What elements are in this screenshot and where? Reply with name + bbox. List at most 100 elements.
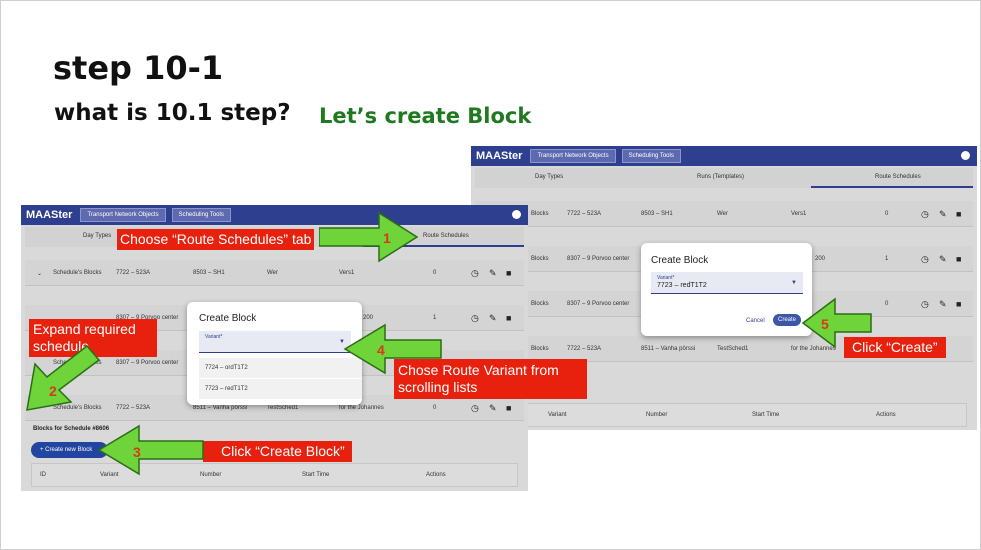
clock-icon[interactable]: ◷ bbox=[921, 299, 929, 309]
edit-icon[interactable]: ✎ bbox=[939, 299, 947, 309]
column-start-time: Start Time bbox=[752, 412, 780, 418]
chevron-up-icon[interactable]: ⌃ bbox=[37, 406, 43, 412]
tab-route-schedules[interactable]: Route Schedules bbox=[423, 233, 469, 239]
variant-option[interactable]: 7724 – ordT1T2 bbox=[199, 358, 362, 378]
table-row[interactable]: Blocks 7722 – 523A 8503 – SH1 Wer Vers1 … bbox=[475, 201, 973, 227]
variant-label: Variant* bbox=[205, 334, 223, 340]
clock-icon[interactable]: ◷ bbox=[471, 313, 479, 323]
tab-runs-templates[interactable]: Runs (Templates) bbox=[697, 174, 745, 180]
step-number-3: 3 bbox=[133, 444, 141, 460]
nav-transport-network-objects[interactable]: Transport Network Objects bbox=[80, 208, 166, 222]
edit-icon[interactable]: ✎ bbox=[489, 403, 497, 413]
clock-icon[interactable]: ◷ bbox=[921, 254, 929, 264]
callout-create-block: Click “Create Block” bbox=[203, 441, 352, 462]
variant-select[interactable]: Variant* ▼ bbox=[199, 331, 351, 353]
cancel-button[interactable]: Cancel bbox=[746, 318, 765, 324]
callout-choose-variant: Chose Route Variant from scrolling lists bbox=[394, 359, 587, 399]
chevron-down-icon: ▼ bbox=[791, 280, 797, 286]
delete-icon[interactable]: ■ bbox=[956, 209, 962, 219]
variant-option[interactable]: 7723 – redT1T2 bbox=[199, 379, 362, 399]
row-description: for the Johannes bbox=[339, 405, 384, 411]
clock-icon[interactable]: ◷ bbox=[921, 209, 929, 219]
column-actions: Actions bbox=[426, 472, 446, 478]
row-schedule: TestSched1 bbox=[717, 346, 749, 352]
variant-label: Variant* bbox=[657, 275, 675, 281]
delete-icon[interactable]: ■ bbox=[506, 313, 512, 323]
app-bar: MAASter Transport Network Objects Schedu… bbox=[21, 205, 528, 225]
clock-icon[interactable]: ◷ bbox=[471, 403, 479, 413]
column-variant: Variant bbox=[548, 412, 567, 418]
row-name: Blocks bbox=[531, 256, 549, 262]
row-name: Schedule's Blocks bbox=[53, 270, 102, 276]
row-name: Blocks bbox=[531, 211, 549, 217]
create-block-dialog: Create Block Variant* 7723 – redT1T2 ▼ C… bbox=[641, 243, 812, 336]
row-description: 200 bbox=[815, 256, 826, 262]
account-icon[interactable] bbox=[512, 210, 521, 219]
arrow-step-3: 3 bbox=[97, 424, 204, 476]
table-row[interactable]: ⌄ Schedule's Blocks 7722 – 523A 8503 – S… bbox=[25, 260, 524, 286]
row-route: 8307 – 9 Porvoo center bbox=[116, 360, 179, 366]
dialog-title: Create Block bbox=[199, 313, 257, 324]
variant-select[interactable]: Variant* 7723 – redT1T2 ▼ bbox=[651, 272, 803, 294]
step-number-1: 1 bbox=[383, 230, 391, 246]
create-block-dialog: Create Block Variant* ▼ 7724 – ordT1T2 7… bbox=[187, 302, 362, 405]
edit-icon[interactable]: ✎ bbox=[939, 209, 947, 219]
tab-route-schedules[interactable]: Route Schedules bbox=[875, 174, 921, 180]
row-stop: 8511 – Vanha pörssi bbox=[641, 346, 696, 352]
row-name: Blocks bbox=[531, 346, 549, 352]
row-route: 8307 – 9 Porvoo center bbox=[116, 315, 179, 321]
slide-answer: Let’s create Block bbox=[319, 104, 532, 128]
column-id: ID bbox=[40, 472, 46, 478]
step-number-5: 5 bbox=[821, 316, 829, 332]
delete-icon[interactable]: ■ bbox=[956, 299, 962, 309]
nav-scheduling-tools[interactable]: Scheduling Tools bbox=[621, 149, 681, 163]
create-new-block-button[interactable]: + Create new Block bbox=[31, 442, 108, 458]
active-tab-indicator bbox=[363, 245, 524, 247]
edit-icon[interactable]: ✎ bbox=[489, 268, 497, 278]
callout-route-schedules-tab: Choose “Route Schedules” tab bbox=[117, 229, 315, 250]
account-icon[interactable] bbox=[961, 151, 970, 160]
column-start-time: Start Time bbox=[302, 472, 330, 478]
blocks-table-header: ID Variant Number Start Time Actions bbox=[31, 463, 518, 487]
row-count: 0 bbox=[433, 405, 437, 411]
blocks-table-header: Variant Number Start Time Actions bbox=[481, 403, 967, 427]
app-brand: MAASter bbox=[26, 209, 73, 221]
chevron-down-icon: ▼ bbox=[339, 339, 345, 345]
app-brand: MAASter bbox=[476, 150, 523, 162]
step-number-4: 4 bbox=[377, 342, 385, 358]
row-route: 8307 – 9 Porvoo center bbox=[567, 256, 630, 262]
slide-title: step 10-1 bbox=[53, 49, 224, 87]
screenshot-create-dialog: MAASter Transport Network Objects Schedu… bbox=[471, 146, 977, 430]
delete-icon[interactable]: ■ bbox=[506, 403, 512, 413]
row-schedule: Wer bbox=[717, 211, 728, 217]
clock-icon[interactable]: ◷ bbox=[471, 268, 479, 278]
delete-icon[interactable]: ■ bbox=[956, 254, 962, 264]
edit-icon[interactable]: ✎ bbox=[939, 254, 947, 264]
nav-transport-network-objects[interactable]: Transport Network Objects bbox=[530, 149, 616, 163]
edit-icon[interactable]: ✎ bbox=[489, 313, 497, 323]
row-route: 7722 – 523A bbox=[567, 211, 602, 217]
row-count: 0 bbox=[433, 270, 437, 276]
row-route: 7722 – 523A bbox=[116, 270, 151, 276]
row-description: 200 bbox=[363, 315, 374, 321]
variant-value: 7723 – redT1T2 bbox=[657, 282, 707, 289]
nav-scheduling-tools[interactable]: Scheduling Tools bbox=[171, 208, 231, 222]
delete-icon[interactable]: ■ bbox=[506, 268, 512, 278]
chevron-down-icon[interactable]: ⌄ bbox=[37, 271, 43, 277]
tab-day-types[interactable]: Day Types bbox=[83, 233, 112, 239]
tab-day-types[interactable]: Day Types bbox=[535, 174, 564, 180]
column-number: Number bbox=[646, 412, 668, 418]
row-count: 0 bbox=[885, 211, 889, 217]
row-description: for the Johannes bbox=[791, 346, 836, 352]
row-name: Blocks bbox=[531, 301, 549, 307]
row-count: 1 bbox=[433, 315, 437, 321]
arrow-step-2: 2 bbox=[26, 344, 101, 411]
create-button[interactable]: Create bbox=[773, 314, 802, 326]
app-bar: MAASter Transport Network Objects Schedu… bbox=[471, 146, 977, 166]
row-stop: 8503 – SH1 bbox=[193, 270, 225, 276]
row-route: 7722 – 523A bbox=[567, 346, 602, 352]
arrow-step-5: 5 bbox=[801, 297, 872, 349]
slide-question: what is 10.1 step? bbox=[54, 100, 291, 126]
dialog-title: Create Block bbox=[651, 255, 709, 266]
